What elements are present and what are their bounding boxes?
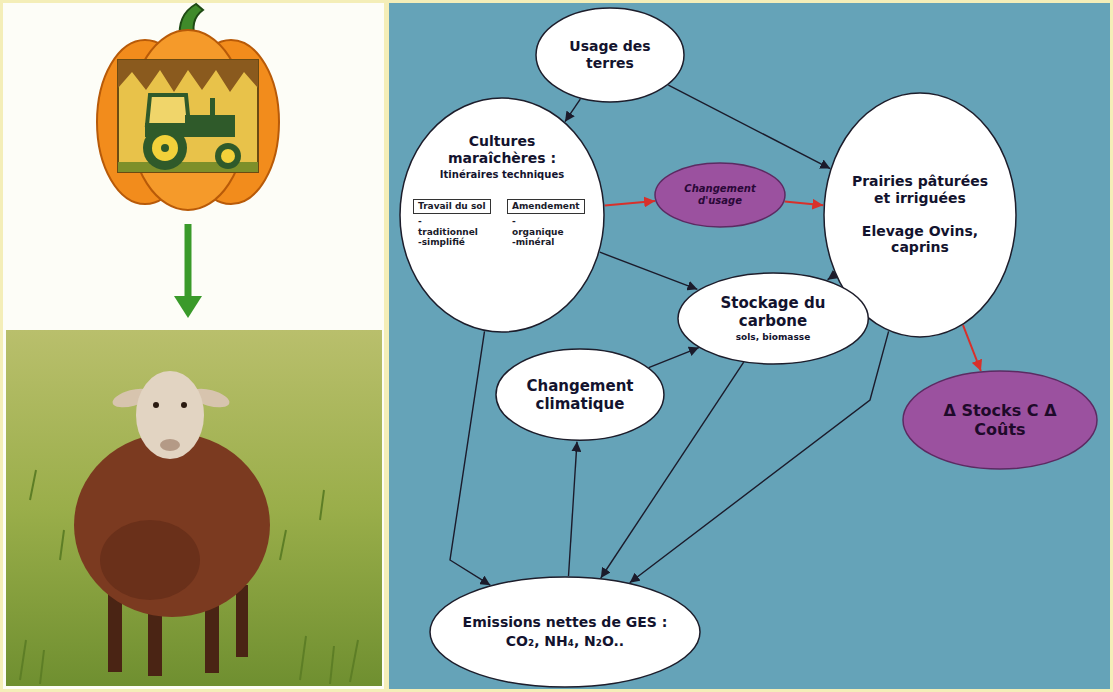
connector-arrow [565,99,580,122]
tractor-icon [152,135,178,161]
ellipse-shape [400,98,604,332]
land-use-change-ellipse: Changement d'usage [654,162,786,228]
node-title: Usage des terres [554,38,666,72]
sheep-photo [236,585,248,657]
tractor-icon [143,126,187,170]
ellipse-shape [496,349,664,440]
sheep-photo [136,371,204,459]
sheep-photo [6,330,382,686]
pumpkin-icon [118,60,258,172]
emissions-ellipse: Emissions nettes de GES : CO₂, NH₄, N₂O.. [429,576,701,688]
node-title: Changement climatique [515,377,645,413]
box-heading: Travail du sol [418,201,486,212]
green-arrow [174,224,202,318]
change-arrow [605,201,655,206]
node-text-group: Prairies pâturées et irriguéesElevage Ov… [845,173,995,256]
connector-arrow [569,442,578,576]
tractor-icon [210,98,215,116]
tractor-icon [185,115,235,137]
node-title: Cultures maraîchères : [427,133,577,167]
change-arrow [963,325,981,371]
carbon-storage-ellipse: Stockage du carbone sols, biomasse [677,272,869,365]
node-text-group: Cultures maraîchères : Itinéraires techni… [427,133,577,181]
tractor-icon [215,143,241,169]
green-arrow [174,296,202,318]
green-arrow [185,224,192,300]
pumpkin-icon [97,4,279,210]
ellipse-shape [678,273,868,364]
sheep-photo [160,439,180,451]
technique-box: Amendement-organique -minéral [507,199,585,214]
ellipse-shape [536,8,684,102]
box-heading: Amendement [512,201,580,212]
ellipse-shape [430,577,700,687]
sheep-photo [6,330,382,686]
box-note: -traditionnel -simplifié [418,216,478,248]
node-text-group: Stockage du carbone sols, biomasse [708,294,838,343]
ellipse-outline [429,576,701,688]
pumpkin-icon [130,30,246,210]
tractor-icon [143,95,241,170]
node-title: Emissions nettes de GES : [463,614,668,631]
change-arrow [785,202,824,206]
sheep-photo [181,402,187,408]
node-subtext: CO₂, NH₄, N₂O.. [463,633,668,650]
ellipse-shape [655,163,785,227]
tractor-icon [161,144,169,152]
panel-backgrounds [3,3,384,689]
connector-arrow [828,275,836,280]
climate-change-ellipse: Changement climatique [495,348,665,441]
technique-box: Travail du sol-traditionnel -simplifié [413,199,491,214]
connector-arrow [450,331,490,585]
tractor-icon [147,95,189,125]
sheep-photo [100,520,200,600]
node-text-group: Changement d'usage [672,183,768,207]
ellipse-shape [903,371,1097,469]
sheep-photo [153,402,159,408]
node-title: Δ Stocks C Δ Coûts [940,401,1060,439]
node-subtext: Itinéraires techniques [427,169,577,181]
node-text-group: Usage des terres [554,38,666,72]
connector-arrow [668,85,830,169]
sheep-photo [74,433,270,617]
node-subtext: Elevage Ovins, caprins [850,223,990,257]
node-title: Changement d'usage [672,183,768,207]
node-subtext: sols, biomasse [708,332,838,343]
pumpkin-icon [118,60,258,92]
crops-circle: Cultures maraîchères : Itinéraires techni… [399,97,605,333]
panel-backgrounds [389,3,1110,689]
node-title: Stockage du carbone [708,294,838,330]
node-text-group: Emissions nettes de GES : CO₂, NH₄, N₂O.. [463,614,668,650]
tractor-icon [221,149,235,163]
box-note: -organique -minéral [512,216,564,248]
result-ellipse: Δ Stocks C Δ Coûts [902,370,1098,470]
node-text-group: Δ Stocks C Δ Coûts [940,401,1060,439]
node-title: Prairies pâturées et irriguées [845,173,995,207]
ellipse-outline [399,97,605,333]
connector-arrow [649,348,699,368]
connector-arrow [630,331,889,582]
connector-arrow [600,252,698,289]
land-use-ellipse: Usage des terres [535,7,685,103]
node-text-group: Changement climatique [515,377,645,413]
